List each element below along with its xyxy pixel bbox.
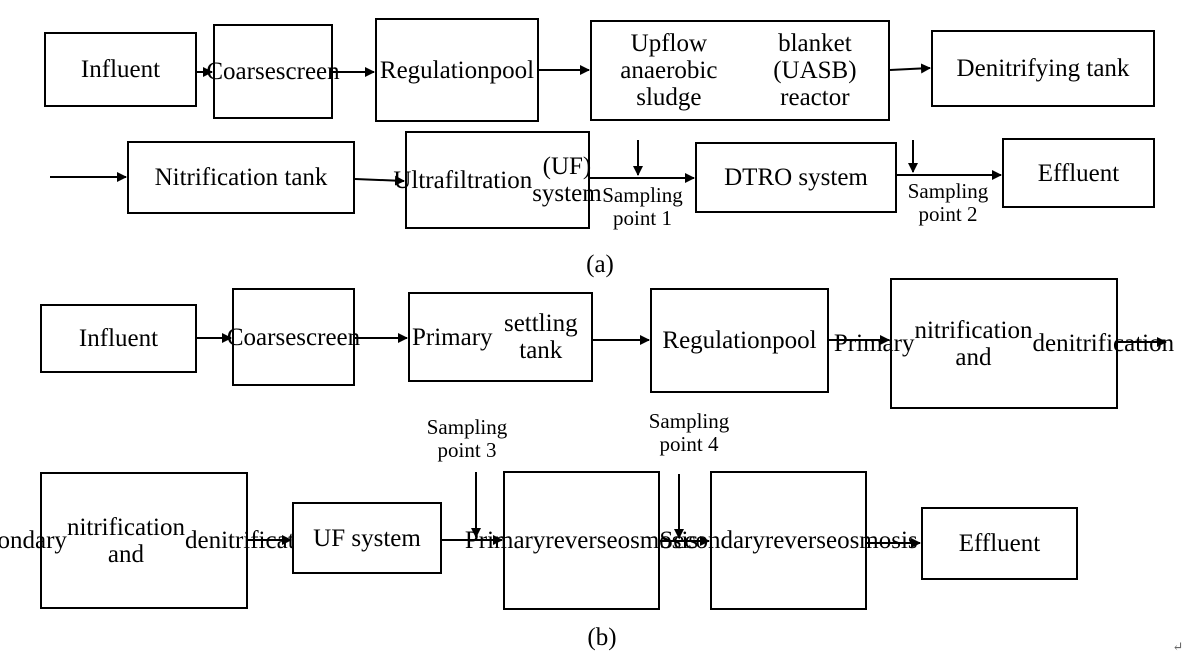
a-denitrifying-tank-box: Denitrifying tank [931,30,1155,107]
a-arrow-nitrification-to-uf [354,175,405,186]
a-nitrification-tank-box: Nitrification tank [127,141,355,214]
a-uf-system-box: Ultrafiltration(UF) system [393,131,602,229]
b-secondary-nitrification-box: Secondarynitrification anddenitrificatio… [0,472,327,609]
b-influent-box: Influent [40,304,197,373]
caption-b: (b) [587,624,617,651]
a-arrow-uasb-to-denitrifying [889,63,931,74]
b-uf-system-box: UF system [292,502,442,574]
caption-a: (a) [586,251,614,278]
corner-mark: ↵ [1172,639,1184,654]
b-effluent-box: Effluent [921,507,1078,580]
a-dtro-system-box: DTRO system [695,142,897,213]
a-influent-box: Influent [44,32,197,107]
a-effluent-box: Effluent [1002,138,1155,208]
